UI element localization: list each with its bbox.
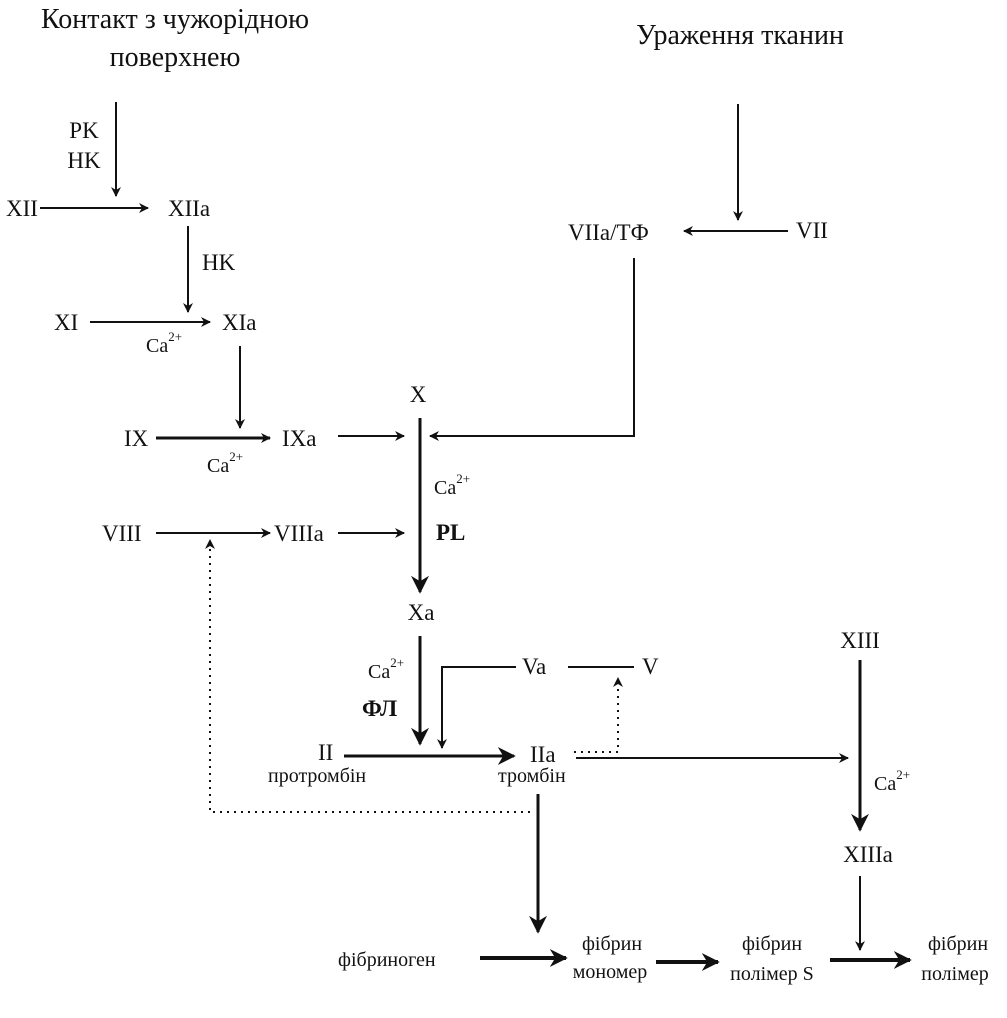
- label-vii: VII: [796, 218, 828, 243]
- label-xiia: XIIa: [168, 196, 210, 221]
- label-fl: ФЛ: [362, 696, 397, 721]
- label-thrombin: тромбін: [498, 765, 566, 787]
- label-viia-tf: VIIa/TФ: [568, 220, 649, 245]
- label-xa: Xa: [408, 600, 435, 625]
- label-calcium-xiii: Ca2+: [874, 767, 910, 795]
- label-calcium-ix: Ca2+: [207, 449, 243, 477]
- heading-tissue-damage: Ураження тканин: [636, 20, 844, 51]
- heading-contact-line1: Контакт з чужорідною: [41, 4, 309, 35]
- label-v: V: [642, 654, 659, 679]
- label-fibrin-monomer-line1: фібрин: [582, 933, 642, 955]
- label-calcium-x: Ca2+: [434, 471, 470, 499]
- feedback-iia-to-v: [574, 677, 623, 753]
- arrow-va-to-iia: [437, 666, 516, 749]
- label-xiii: XIII: [840, 628, 880, 653]
- label-fibrin-polymer-line2: полімер: [921, 963, 989, 985]
- label-pl: PL: [436, 520, 465, 545]
- label-fibrin-monomer-line2: мономер: [573, 961, 648, 983]
- label-hk-activation: HK: [202, 250, 236, 275]
- label-calcium-xi: Ca2+: [146, 329, 182, 357]
- label-prothrombin: протромбін: [268, 765, 366, 787]
- label-fibrin-polymer-line1: фібрин: [928, 933, 988, 955]
- label-fibrin-polymer-s-line1: фібрин: [742, 933, 802, 955]
- label-xia: XIa: [222, 310, 256, 335]
- label-fibrinogen: фібриноген: [338, 949, 436, 971]
- label-hk-contact: HK: [67, 148, 101, 173]
- label-x: X: [410, 382, 427, 407]
- label-va: Va: [522, 654, 546, 679]
- label-pk: PK: [69, 118, 99, 143]
- label-ii: II: [318, 740, 333, 765]
- label-ixa: IXa: [282, 426, 316, 451]
- label-xi: XI: [54, 310, 78, 335]
- label-xiiia: XIIIa: [843, 842, 893, 867]
- label-viiia: VIIIa: [274, 521, 324, 546]
- label-ix: IX: [124, 426, 149, 451]
- feedback-iia-to-viii: [205, 539, 530, 813]
- label-iia: IIa: [530, 742, 556, 767]
- arrow-viia-tf-to-x: [429, 258, 635, 441]
- label-viii: VIII: [102, 521, 142, 546]
- label-calcium-xa: Ca2+: [368, 655, 404, 683]
- heading-contact-line2: поверхнею: [110, 42, 241, 73]
- label-xii: XII: [6, 196, 38, 221]
- label-fibrin-polymer-s-line2: полімер S: [730, 963, 814, 985]
